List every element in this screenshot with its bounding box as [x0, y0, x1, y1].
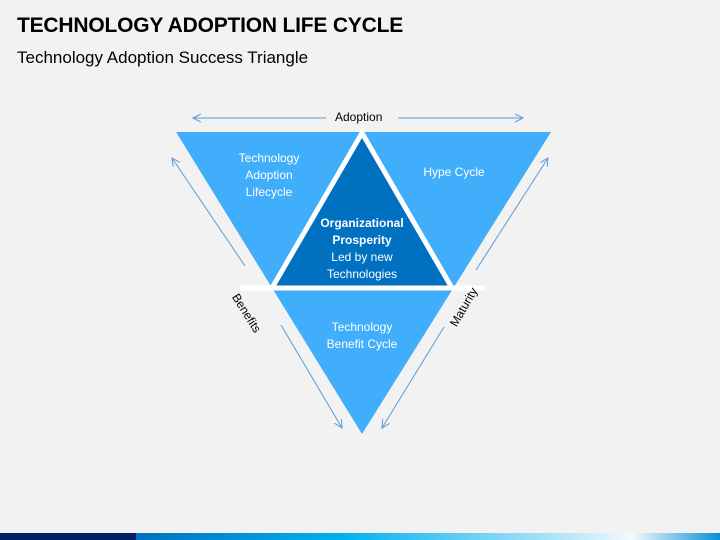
benefits-arrow-down — [280, 324, 342, 428]
page-title: TECHNOLOGY ADOPTION LIFE CYCLE — [17, 14, 404, 37]
page-subtitle: Technology Adoption Success Triangle — [17, 48, 309, 67]
segment-technology-benefit-cycle: Technology Benefit Cycle — [326, 320, 398, 351]
benefits-arrow-up — [172, 158, 246, 267]
segment-hype-cycle: Hype Cycle — [423, 165, 485, 179]
footer-gradient-segment — [136, 533, 720, 540]
segment-technology-adoption-lifecycle: Technology Adoption Lifecycle — [238, 151, 300, 199]
axis-label-adoption: Adoption — [335, 110, 383, 124]
footer-bar — [0, 533, 720, 540]
maturity-arrow-up — [475, 158, 548, 271]
maturity-arrow-down — [382, 326, 445, 428]
footer-dark-segment — [0, 533, 136, 540]
segment-organizational-prosperity: Organizational Prosperity Led by new Tec… — [320, 216, 404, 281]
